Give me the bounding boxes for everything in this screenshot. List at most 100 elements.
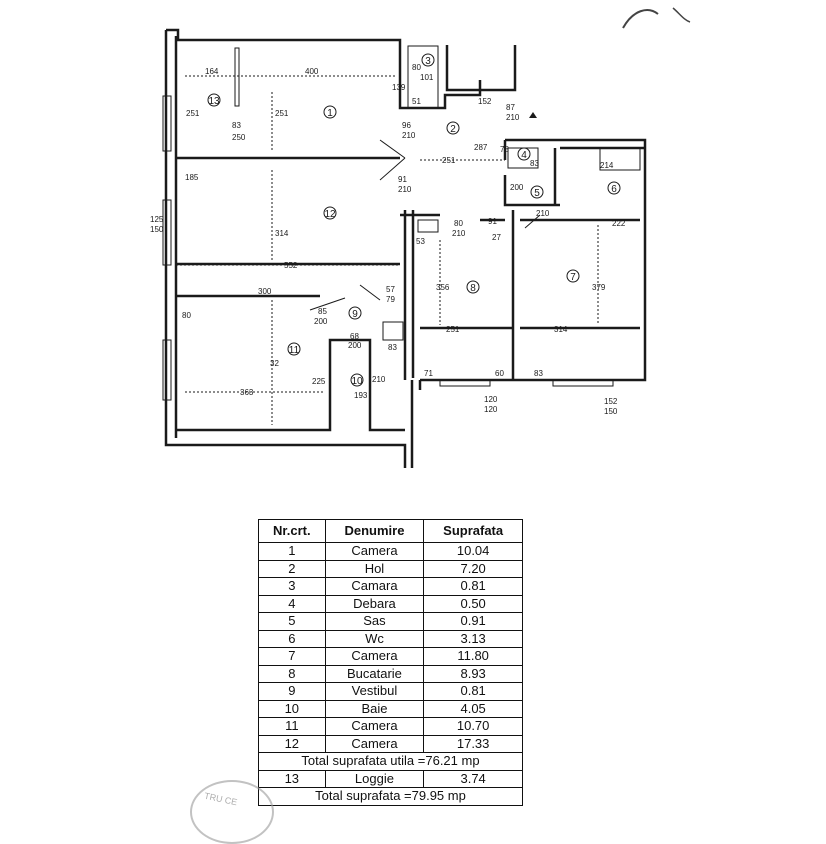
dimension-label: 32 xyxy=(270,359,279,368)
dimension-label: 83 xyxy=(534,369,543,378)
dimension-labels: 164 400 251 251 83 250 80 101 51 139 152… xyxy=(150,63,626,416)
dimension-label: 80 xyxy=(454,219,463,228)
room-name: Hol xyxy=(324,559,425,578)
dimension-label: 210 xyxy=(506,113,520,122)
dimension-label: 51 xyxy=(412,97,421,106)
room-area: 0.81 xyxy=(423,682,523,701)
total-row: Total suprafata =79.95 mp xyxy=(258,787,523,806)
room-number: 5 xyxy=(534,188,540,199)
total-util: Total suprafata utila =76.21 mp xyxy=(258,752,523,771)
room-area: 3.13 xyxy=(423,629,523,648)
table-header-row: Nr.crt. Denumire Suprafata xyxy=(258,519,523,543)
dimension-label: 96 xyxy=(402,121,411,130)
dimension-label: 152 xyxy=(604,397,618,406)
row-number: 4 xyxy=(258,594,326,613)
dimension-label: 139 xyxy=(392,83,406,92)
room-number: 12 xyxy=(324,209,336,220)
marker-triangle-icon xyxy=(529,112,537,118)
dimension-label: 53 xyxy=(416,237,425,246)
row-number: 1 xyxy=(258,542,326,561)
row-number: 11 xyxy=(258,717,326,736)
dimension-label: 193 xyxy=(354,391,368,400)
room-area: 0.91 xyxy=(423,612,523,631)
dimension-label: 83 xyxy=(388,343,397,352)
dimension-label: 87 xyxy=(506,103,515,112)
dimension-label: 80 xyxy=(412,63,421,72)
room-area: 7.20 xyxy=(423,559,523,578)
room-name: Camara xyxy=(324,577,425,596)
dimension-label: 200 xyxy=(510,183,524,192)
dimension-label: 152 xyxy=(478,97,492,106)
room-number: 4 xyxy=(521,150,527,161)
dimension-label: 250 xyxy=(232,133,246,142)
row-number: 12 xyxy=(258,734,326,753)
dimension-label: 101 xyxy=(420,73,434,82)
dimension-label: 83 xyxy=(232,121,241,130)
dimension-label: 57 xyxy=(386,285,395,294)
room-name: Debara xyxy=(324,594,425,613)
dimension-label: 79 xyxy=(386,295,395,304)
dimension-label: 400 xyxy=(305,67,319,76)
room-name: Wc xyxy=(324,629,425,648)
row-number: 7 xyxy=(258,647,326,666)
room-area: 0.81 xyxy=(423,577,523,596)
room-number: 2 xyxy=(450,124,456,135)
dimension-label: 214 xyxy=(600,161,614,170)
room-name: Camera xyxy=(324,717,425,736)
room-area: 8.93 xyxy=(423,664,523,683)
room-name: Bucatarie xyxy=(324,664,425,683)
floor-plan: 1 2 3 4 5 6 7 8 9 10 11 12 13 164 400 25… xyxy=(150,28,647,468)
dimension-label: 210 xyxy=(402,131,416,140)
plan-walls xyxy=(164,28,647,468)
row-number: 9 xyxy=(258,682,326,701)
dimension-label: 125 xyxy=(150,215,164,224)
dimension-label: 80 xyxy=(182,311,191,320)
dimension-label: 210 xyxy=(536,209,550,218)
row-number: 2 xyxy=(258,559,326,578)
total-row: Total suprafata utila =76.21 mp xyxy=(258,752,523,771)
room-number: 1 xyxy=(327,108,333,119)
row-number: 8 xyxy=(258,664,326,683)
room-number: 10 xyxy=(351,376,363,387)
dimension-label: 251 xyxy=(446,325,460,334)
dimension-label: 120 xyxy=(484,405,498,414)
corner-scribble xyxy=(622,7,691,29)
dimension-label: 287 xyxy=(474,143,488,152)
dimension-label: 300 xyxy=(258,287,272,296)
room-number: 9 xyxy=(352,309,358,320)
dimension-label: 164 xyxy=(205,67,219,76)
dimension-label: 60 xyxy=(495,369,504,378)
dimension-label: 83 xyxy=(530,159,539,168)
dimension-label: 222 xyxy=(612,219,626,228)
total-area: Total suprafata =79.95 mp xyxy=(258,787,523,806)
dimension-label: 200 xyxy=(314,317,328,326)
column-header: Denumire xyxy=(324,519,425,543)
dimension-label: 356 xyxy=(436,283,450,292)
dimension-label: 363 xyxy=(240,388,254,397)
plan-details xyxy=(162,45,641,425)
dimension-label: 251 xyxy=(186,109,200,118)
dimension-label: 27 xyxy=(492,233,501,242)
dimension-label: 120 xyxy=(484,395,498,404)
row-number: 3 xyxy=(258,577,326,596)
dimension-label: 150 xyxy=(604,407,618,416)
dimension-label: 314 xyxy=(275,229,289,238)
room-name: Vestibul xyxy=(324,682,425,701)
dimension-label: 91 xyxy=(488,217,497,226)
dimension-label: 225 xyxy=(312,377,326,386)
room-number: 11 xyxy=(289,345,300,356)
dimension-label: 78 xyxy=(500,145,509,154)
room-name: Sas xyxy=(324,612,425,631)
